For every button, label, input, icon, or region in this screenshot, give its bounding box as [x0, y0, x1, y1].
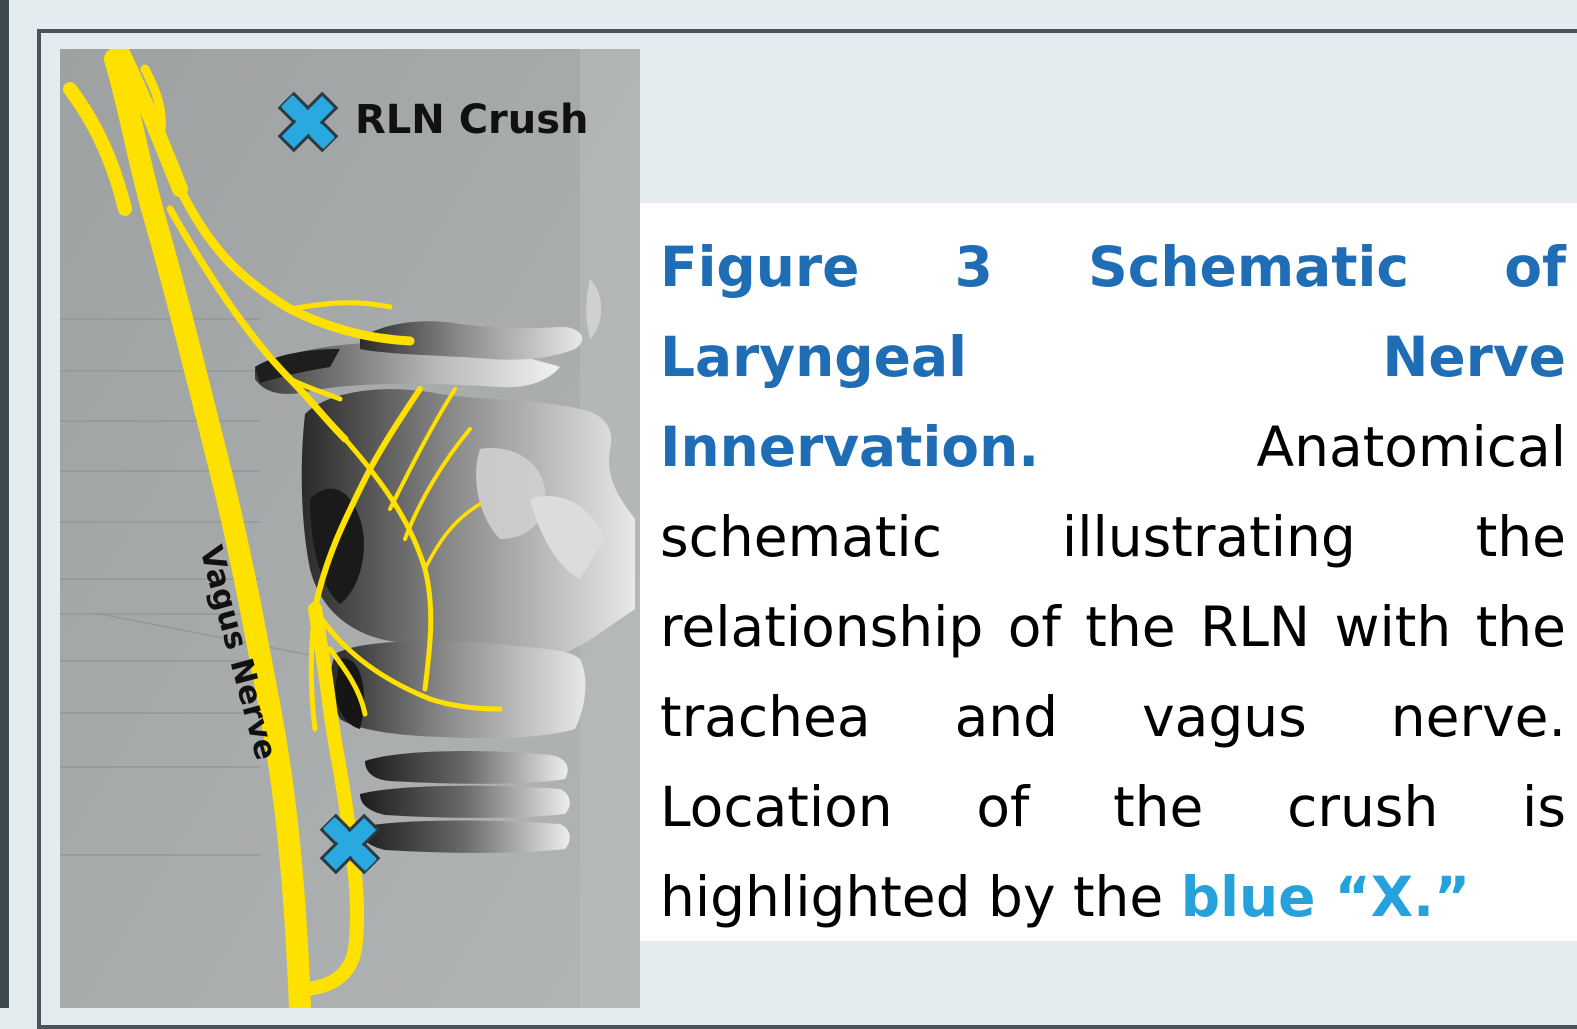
larynx-schematic: RLN Crush Vagus Nerve	[60, 49, 640, 1008]
tracheal-rings	[360, 751, 570, 853]
cricoid-cartilage	[331, 641, 586, 738]
anatomical-figure: RLN Crush Vagus Nerve	[60, 49, 640, 1008]
caption-body: Anatomical schematic illustrating the re…	[660, 415, 1566, 929]
caption-highlight: blue “X.”	[1181, 865, 1470, 929]
figure-caption: Figure 3 Schematic of Laryngeal Nerve In…	[660, 222, 1566, 942]
window-left-edge	[0, 0, 9, 1008]
rln-crush-label: RLN Crush	[355, 97, 589, 143]
